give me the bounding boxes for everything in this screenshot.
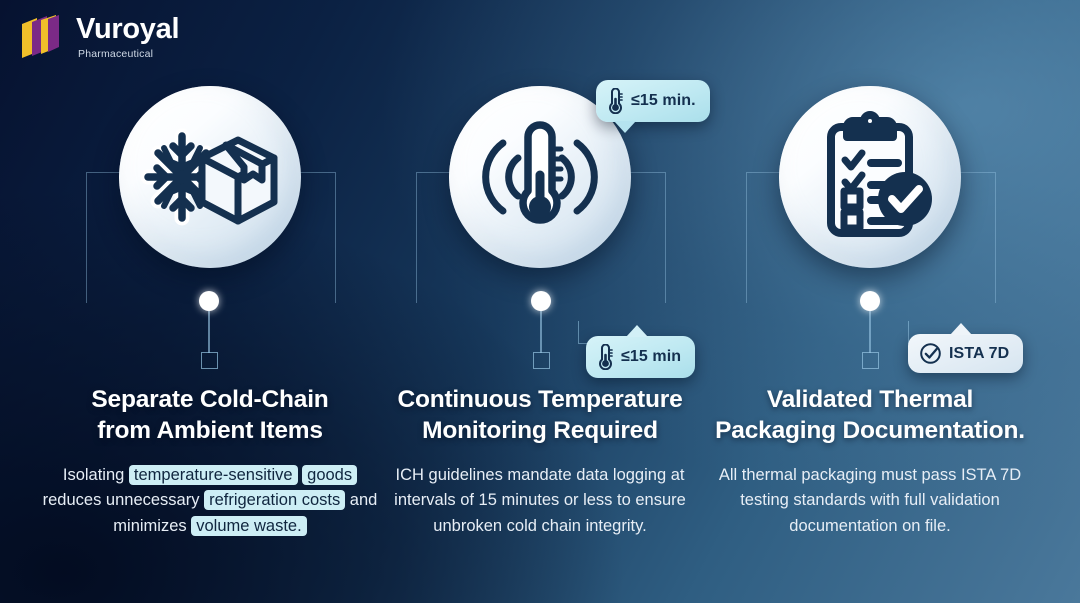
timeline-node-stem-3: [869, 301, 871, 353]
badge-tail-icon: [950, 323, 972, 335]
timeline-node-marker-3: [862, 352, 879, 369]
step-column-2: Continuous Temperature Monitoring Requir…: [370, 384, 710, 539]
badge-bottom-15min[interactable]: ≤15 min: [586, 325, 696, 378]
step-heading-3: Validated Thermal Packaging Documentatio…: [700, 384, 1040, 447]
highlighted-phrase: refrigeration costs: [204, 490, 346, 511]
brand-tagline: Pharmaceutical: [78, 47, 154, 60]
timeline-node-marker-1: [201, 352, 218, 369]
thermometer-icon: [607, 88, 624, 114]
highlighted-phrase: volume waste.: [191, 515, 307, 536]
badge-top-15min[interactable]: ≤15 min.: [596, 80, 710, 133]
thermometer-signal-icon: [470, 113, 610, 241]
layered-pages-logo-icon: [18, 12, 66, 62]
timeline-node-marker-2: [533, 352, 550, 369]
step-column-1: Separate Cold-Chain from Ambient Items I…: [40, 384, 380, 539]
clipboard-check-icon: [806, 111, 934, 243]
step-heading-line-2: Monitoring Required: [422, 417, 658, 445]
brand-name: Vuroyal: [76, 12, 180, 45]
step-icon-circle-3: [779, 86, 961, 268]
timeline-node-1[interactable]: [199, 291, 219, 311]
badge-ista-7d-label: ISTA 7D: [949, 344, 1010, 362]
step-heading-line-2: Packaging Documentation.: [715, 417, 1025, 445]
step-body-3: All thermal packaging must pass ISTA 7D …: [718, 465, 1022, 535]
badge-top-15min-label: ≤15 min.: [631, 92, 696, 109]
step-column-3: Validated Thermal Packaging Documentatio…: [700, 384, 1040, 539]
step-icon-circle-1: [119, 86, 301, 268]
step-heading-2: Continuous Temperature Monitoring Requir…: [370, 384, 710, 447]
step-heading-line-1: Continuous Temperature: [397, 386, 683, 413]
brand-logo: Vuroyal Pharmaceutical: [18, 12, 180, 62]
highlighted-phrase: goods: [302, 464, 358, 485]
highlighted-phrase: temperature-sensitive: [128, 464, 298, 485]
snowflake-box-icon: [140, 118, 280, 236]
timeline-node-3[interactable]: [860, 291, 880, 311]
step-body-1: Isolating temperature-sensitive goods re…: [42, 464, 378, 536]
badge-tail-icon: [614, 121, 636, 133]
step-heading-line-1: Validated Thermal: [766, 386, 974, 413]
check-circle-icon: [919, 342, 942, 365]
badge-tail-icon: [626, 325, 648, 337]
thermometer-icon: [597, 344, 614, 370]
step-heading-line-2: from Ambient Items: [97, 417, 323, 445]
timeline-node-stem-2: [540, 301, 542, 353]
badge-bottom-15min-label: ≤15 min: [621, 348, 682, 365]
step-body-2: ICH guidelines mandate data logging at i…: [394, 465, 686, 535]
step-heading-1: Separate Cold-Chain from Ambient Items: [40, 384, 380, 447]
timeline-node-stem-1: [208, 301, 210, 353]
step-heading-line-1: Separate Cold-Chain: [91, 386, 329, 413]
timeline-node-2[interactable]: [531, 291, 551, 311]
badge-ista-7d[interactable]: ISTA 7D: [908, 323, 1024, 373]
